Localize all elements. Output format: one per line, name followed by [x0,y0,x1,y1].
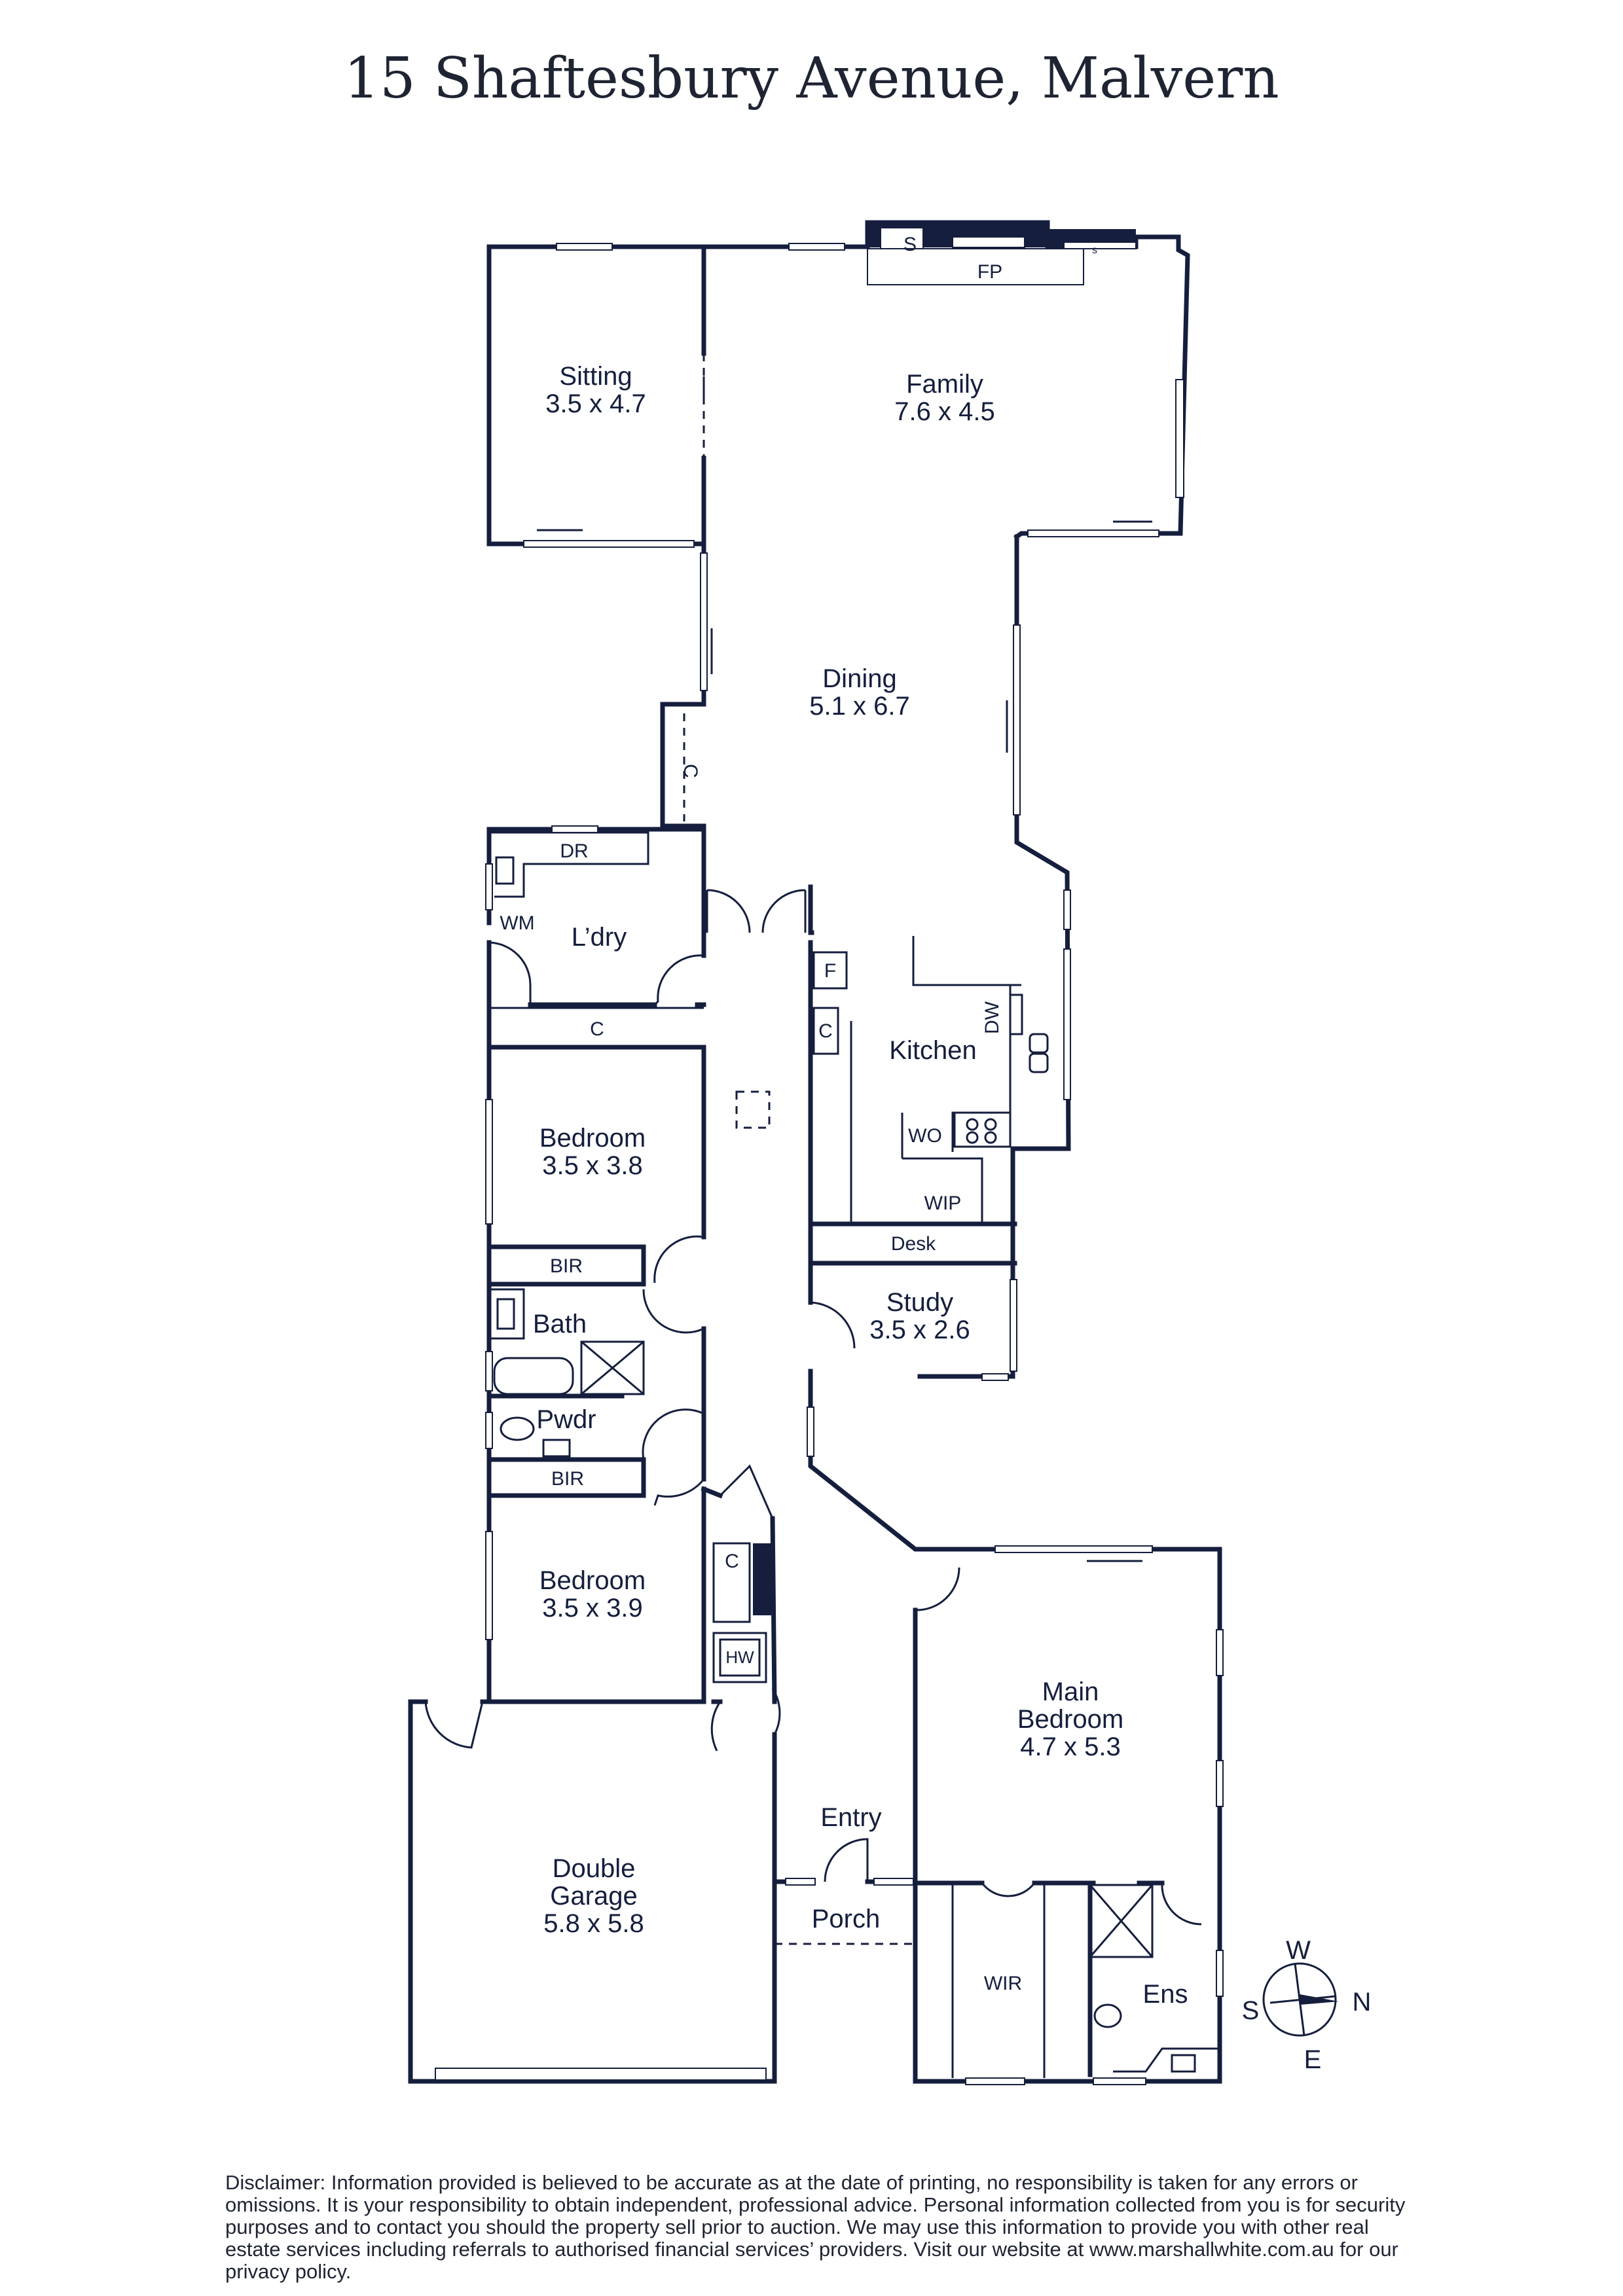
study-label: Study [886,1288,953,1317]
family-size: 7.6 x 4.5 [894,397,994,426]
garage-label-2: Garage [550,1882,637,1910]
bedroom1-label: Bedroom [539,1124,646,1153]
family-label: Family [906,370,983,399]
study-size: 3.5 x 2.6 [869,1316,970,1344]
garage-label-1: Double [553,1854,636,1883]
fixture-f: F [824,960,836,982]
laundry-label: L’dry [572,923,627,952]
page-title: 15 Shaftesbury Avenue, Malvern [344,46,1279,111]
bath-label: Bath [533,1310,587,1338]
fixture-s-small: s [1092,245,1097,256]
entry-label: Entry [820,1803,881,1832]
bedroom2-size: 3.5 x 3.9 [542,1594,642,1623]
fixture-dr: DR [560,840,588,862]
compass-e: E [1304,2045,1322,2074]
pwdr-label: Pwdr [536,1405,596,1434]
fixture-wm: WM [500,912,534,934]
ens-label: Ens [1143,1980,1188,2009]
fixture-wip: WIP [924,1193,962,1214]
fixture-desk: Desk [891,1233,936,1255]
disclaimer-text: Disclaimer: Information provided is beli… [225,2171,1406,2283]
fixture-bir-2: BIR [551,1468,584,1490]
dining-size: 5.1 x 6.7 [809,692,909,721]
compass-s: S [1242,1996,1260,2025]
bedroom1-size: 3.5 x 3.8 [542,1151,642,1180]
fixture-c-laundry: C [590,1018,604,1040]
compass: W N S E [1242,1936,1372,2074]
bedroom2-label: Bedroom [539,1566,646,1595]
fixture-bir-1: BIR [550,1255,583,1277]
main-bedroom-size: 4.7 x 5.3 [1020,1732,1120,1761]
windows [485,243,1224,2085]
fixture-wo: WO [908,1125,942,1147]
fixture-hw: HW [725,1647,754,1667]
main-bedroom-label-2: Bedroom [1017,1705,1123,1734]
compass-north-arrow-icon [1300,1994,1339,2005]
fixture-labels: S s FP C DR WM C F C DW WO WIP Desk BIR … [500,234,1097,1667]
fixture-c-kitchen: C [818,1020,833,1042]
porch-label: Porch [812,1905,881,1933]
fixture-c-hall: C [725,1551,739,1572]
walls [408,220,1222,2084]
sliding-arrows [537,376,1152,1562]
wir-label: WIR [984,1973,1022,1994]
compass-w: W [1286,1936,1311,1965]
fixture-s: S [903,234,917,255]
doors [424,889,1202,1926]
garage-size: 5.8 x 5.8 [543,1909,644,1938]
compass-n: N [1353,1988,1372,2017]
sitting-size: 3.5 x 4.7 [545,389,646,418]
fixture-fp: FP [977,261,1002,283]
room-labels: Sitting 3.5 x 4.7 Family 7.6 x 4.5 Dinin… [533,362,1188,2009]
fixture-c-dining: C [680,764,701,778]
main-bedroom-label-1: Main [1042,1677,1099,1706]
fixture-dw: DW [981,1001,1003,1034]
sitting-label: Sitting [559,362,632,391]
dining-label: Dining [822,664,896,693]
kitchen-label: Kitchen [889,1036,976,1065]
